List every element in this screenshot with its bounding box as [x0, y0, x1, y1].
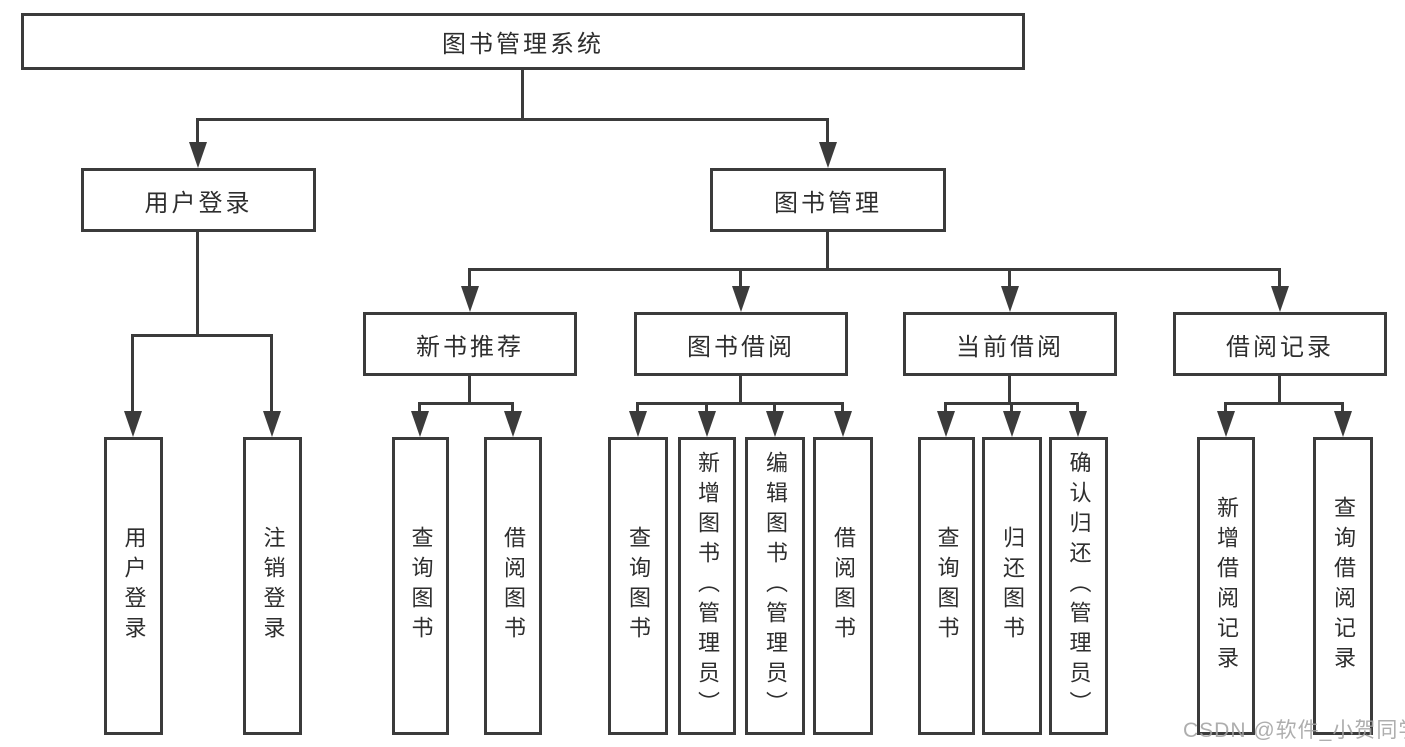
leaf-query-borrow-record: 查询借阅记录	[1313, 437, 1373, 735]
connector-vline	[511, 402, 514, 414]
connector-hline	[196, 118, 829, 121]
connector-hline	[636, 402, 844, 405]
node-label: 用户登录	[144, 189, 253, 217]
node-label: 借阅记录	[1226, 333, 1334, 361]
leaf-label: 新增借阅记录	[1214, 496, 1239, 676]
leaf-label: 归还图书	[1000, 526, 1025, 646]
connector-vline	[196, 118, 199, 146]
node-label: 图书管理	[774, 189, 882, 217]
leaf-user-login: 用户登录	[104, 437, 163, 735]
connector-hline	[944, 402, 1079, 405]
leaf-borrow-books-recommend: 借阅图书	[484, 437, 542, 735]
node-user-login: 用户登录	[81, 168, 316, 232]
leaf-logout: 注销登录	[243, 437, 302, 735]
connector-hline	[1224, 402, 1344, 405]
node-library-system: 图书管理系统	[21, 13, 1025, 70]
connector-vline	[841, 402, 844, 414]
leaf-confirm-return-admin: 确认归还（管理员）	[1049, 437, 1108, 735]
connector-vline	[521, 66, 524, 120]
node-current-borrow: 当前借阅	[903, 312, 1117, 376]
arrow-down-icon	[1271, 286, 1289, 312]
connector-vline	[636, 402, 639, 414]
connector-vline	[131, 334, 134, 414]
connector-vline	[1008, 268, 1011, 290]
connector-vline	[468, 268, 471, 290]
connector-vline	[1008, 374, 1011, 405]
connector-vline	[1010, 402, 1013, 414]
arrow-down-icon	[1001, 286, 1019, 312]
arrow-down-icon	[504, 411, 522, 437]
leaf-query-books-current: 查询图书	[918, 437, 975, 735]
arrow-down-icon	[461, 286, 479, 312]
leaf-label: 查询借阅记录	[1331, 496, 1356, 676]
arrow-down-icon	[834, 411, 852, 437]
node-label: 图书管理系统	[442, 31, 604, 58]
arrow-down-icon	[1069, 411, 1087, 437]
leaf-add-book-admin: 新增图书（管理员）	[678, 437, 736, 735]
leaf-label: 确认归还（管理员）	[1066, 451, 1092, 721]
arrow-down-icon	[732, 286, 750, 312]
leaf-label: 查询图书	[408, 526, 434, 646]
arrow-down-icon	[263, 411, 281, 437]
arrow-down-icon	[698, 411, 716, 437]
leaf-label: 借阅图书	[501, 526, 526, 646]
node-label: 新书推荐	[416, 333, 524, 361]
arrow-down-icon	[189, 142, 207, 168]
connector-vline	[826, 118, 829, 146]
leaf-borrow-books: 借阅图书	[813, 437, 873, 735]
leaf-label: 编辑图书（管理员）	[763, 451, 788, 721]
connector-vline	[1278, 268, 1281, 290]
node-book-borrow: 图书借阅	[634, 312, 848, 376]
connector-vline	[270, 334, 273, 414]
leaf-query-books-recommend: 查询图书	[392, 437, 449, 735]
watermark: CSDN @软件_小贺同学	[1183, 719, 1405, 742]
arrow-down-icon	[937, 411, 955, 437]
node-label: 当前借阅	[956, 333, 1064, 361]
arrow-down-icon	[1217, 411, 1235, 437]
leaf-label: 借阅图书	[831, 526, 856, 646]
connector-vline	[739, 268, 742, 290]
arrow-down-icon	[629, 411, 647, 437]
arrow-down-icon	[124, 411, 142, 437]
arrow-down-icon	[1334, 411, 1352, 437]
connector-vline	[705, 402, 708, 414]
connector-vline	[773, 402, 776, 414]
connector-vline	[196, 229, 199, 336]
leaf-label: 查询图书	[934, 526, 960, 646]
arrow-down-icon	[1003, 411, 1021, 437]
node-borrow-records: 借阅记录	[1173, 312, 1387, 376]
arrow-down-icon	[411, 411, 429, 437]
connector-hline	[418, 402, 514, 405]
connector-vline	[739, 374, 742, 405]
leaf-add-borrow-record: 新增借阅记录	[1197, 437, 1255, 735]
leaf-query-books-borrow: 查询图书	[608, 437, 668, 735]
connector-vline	[418, 402, 421, 414]
connector-vline	[826, 229, 829, 271]
leaf-label: 新增图书（管理员）	[695, 451, 720, 721]
arrow-down-icon	[766, 411, 784, 437]
leaf-label: 用户登录	[121, 526, 147, 646]
connector-vline	[1341, 402, 1344, 414]
node-new-book-recommend: 新书推荐	[363, 312, 577, 376]
connector-hline	[468, 268, 1281, 271]
node-label: 图书借阅	[687, 333, 795, 361]
connector-hline	[131, 334, 273, 337]
connector-vline	[1076, 402, 1079, 414]
connector-vline	[1278, 374, 1281, 405]
arrow-down-icon	[819, 142, 837, 168]
leaf-edit-book-admin: 编辑图书（管理员）	[745, 437, 805, 735]
node-book-management: 图书管理	[710, 168, 946, 232]
leaf-label: 注销登录	[260, 526, 286, 646]
connector-vline	[1224, 402, 1227, 414]
leaf-label: 查询图书	[626, 526, 651, 646]
connector-vline	[468, 374, 471, 405]
connector-vline	[944, 402, 947, 414]
leaf-return-books: 归还图书	[982, 437, 1042, 735]
